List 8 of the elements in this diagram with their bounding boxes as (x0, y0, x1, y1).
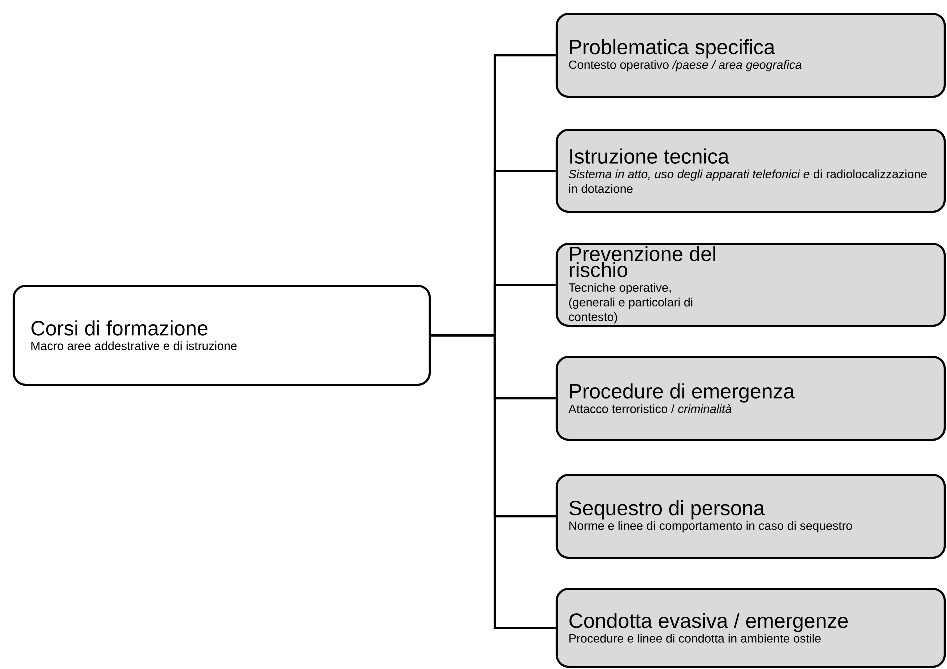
topic-box: Istruzione tecnica Sistema in atto, uso degli apparati telefonici e di radiolocalizzazione in dotazione (556, 128, 946, 214)
topic-box: Condotta evasiva / emergenze Procedure e linee di condotta in ambiente ostile (556, 588, 946, 668)
connector-line (431, 334, 556, 630)
topic-box: Sequestro di persona Norme e linee di comportamento in caso di sequestro (556, 474, 946, 560)
topic-box: Prevenzione del rischio Tecniche operative, (generali e particolari di contesto) (556, 242, 946, 328)
root-box: Corsi di formazione Macro aree addestrative e di istruzione (12, 284, 432, 386)
topic-box: Procedure di emergenza Attacco terroristico / criminalità (556, 356, 946, 442)
topic-box: Problematica specifica Contesto operativo /paese / area geografica (556, 12, 946, 98)
